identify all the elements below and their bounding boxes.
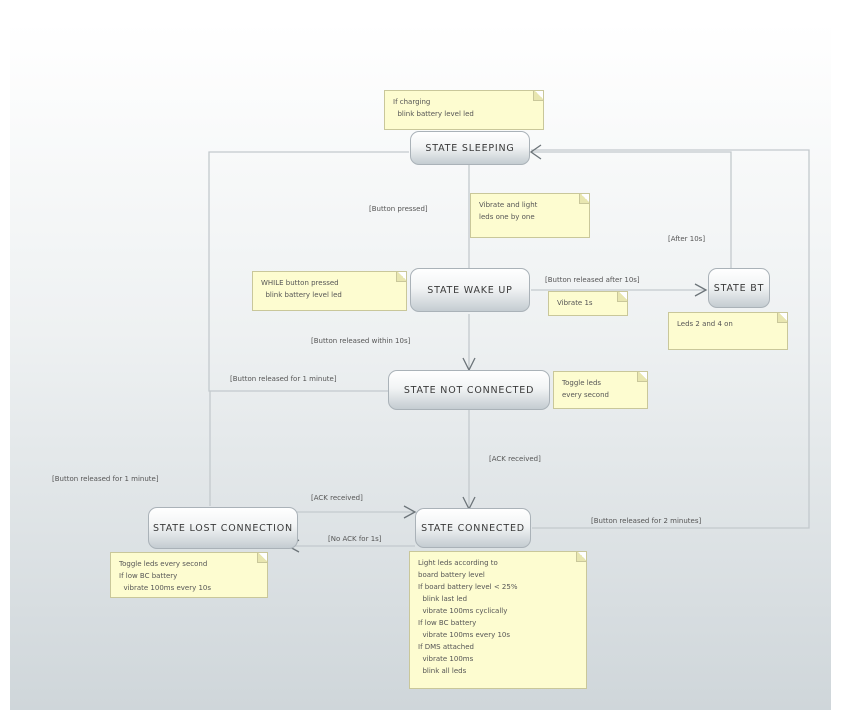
edge-released-2min [531,149,810,529]
note-connected: Light leds according to board battery le… [409,551,587,689]
note-sleeping: If charging blink battery level led [384,90,544,130]
arrowhead-bt [694,283,708,297]
label-ack-received-right: [ACK received] [311,494,363,502]
state-lost-connection[interactable]: STATE LOST CONNECTION [148,507,298,549]
label-released-1min-nc: [Button released for 1 minute] [230,375,337,383]
state-not-connected[interactable]: STATE NOT CONNECTED [388,370,550,410]
label-ack-received-down: [ACK received] [489,455,541,463]
label-after-10s: [After 10s] [668,235,706,243]
note-vibrate: Vibrate 1s [548,291,628,316]
label-released-1min-lost: [Button released for 1 minute] [52,475,159,483]
arrowhead-sleeping-right [529,144,542,160]
label-released-2min: [Button released for 2 minutes] [591,517,702,525]
note-vibrate-lights: Vibrate and light leds one by one [470,193,590,238]
note-bt: Leds 2 and 4 on [668,312,788,350]
label-released-after-10s: [Button released after 10s] [545,276,640,284]
label-button-pressed: [Button pressed] [369,205,428,213]
note-lost-connection: Toggle leds every second If low BC batte… [110,552,268,598]
state-sleeping[interactable]: STATE SLEEPING [410,131,530,165]
state-connected[interactable]: STATE CONNECTED [415,508,531,548]
edge-released-1min-nc [208,151,409,392]
note-wake-up: WHILE button pressed blink battery level… [252,271,407,311]
state-wake-up[interactable]: STATE WAKE UP [410,268,530,312]
note-toggle-leds: Toggle leds every second [553,371,648,409]
label-released-within-10s: [Button released within 10s] [311,337,411,345]
state-bt[interactable]: STATE BT [708,268,770,308]
edge-after-10s [531,151,732,268]
label-no-ack: [No ACK for 1s] [328,535,382,543]
